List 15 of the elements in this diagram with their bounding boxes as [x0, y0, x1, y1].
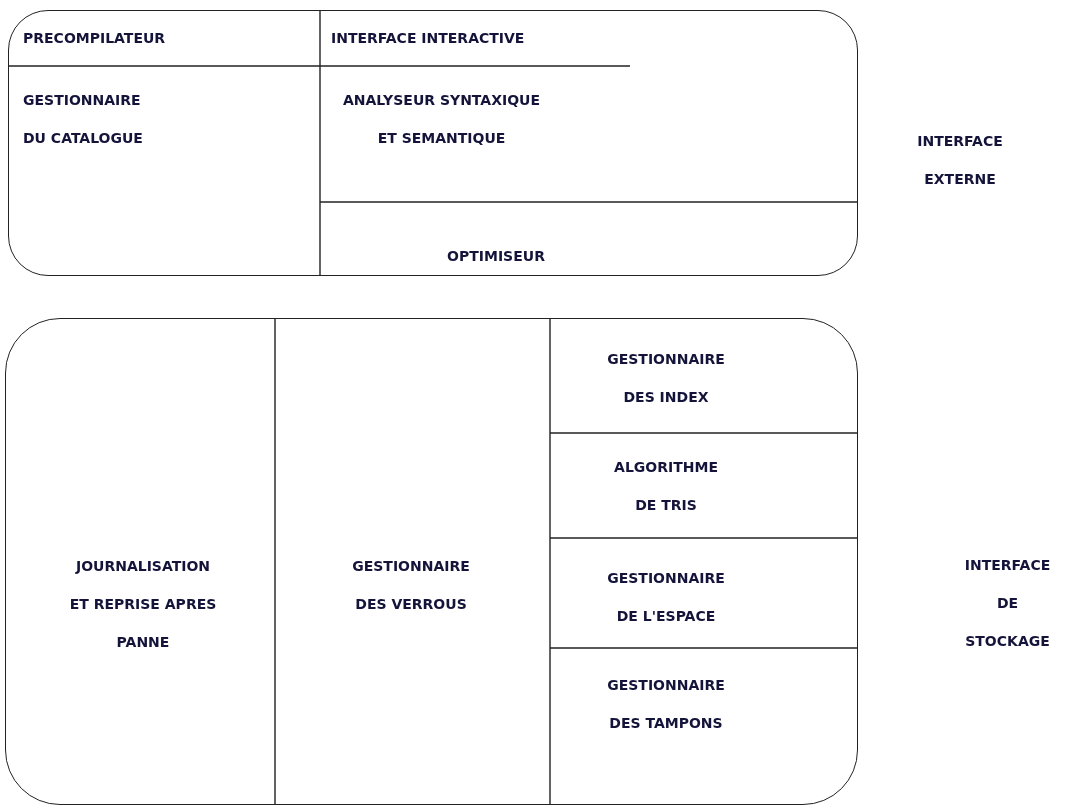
module-label: GESTIONNAIRE DES TAMPONS [606, 676, 726, 733]
module-label: ANALYSEUR SYNTAXIQUE ET SEMANTIQUE [342, 91, 541, 148]
module-label: ALGORITHME DE TRIS [613, 458, 719, 515]
module-label: OPTIMISEUR [446, 247, 546, 266]
rounded-panel [8, 10, 858, 276]
module-label: GESTIONNAIRE DE L'ESPACE [606, 569, 726, 626]
interface-label: INTERFACE EXTERNE [916, 132, 1004, 189]
module-label: PRECOMPILATEUR [23, 29, 167, 48]
interface-label: INTERFACE DE STOCKAGE [963, 556, 1052, 651]
module-label: GESTIONNAIRE DES INDEX [606, 350, 726, 407]
module-label: GESTIONNAIRE DU CATALOGUE [23, 91, 144, 148]
rounded-panel [5, 318, 858, 805]
module-label: JOURNALISATION ET REPRISE APRES PANNE [68, 557, 218, 652]
module-label: INTERFACE INTERACTIVE [331, 29, 526, 48]
module-label: GESTIONNAIRE DES VERROUS [351, 557, 471, 614]
